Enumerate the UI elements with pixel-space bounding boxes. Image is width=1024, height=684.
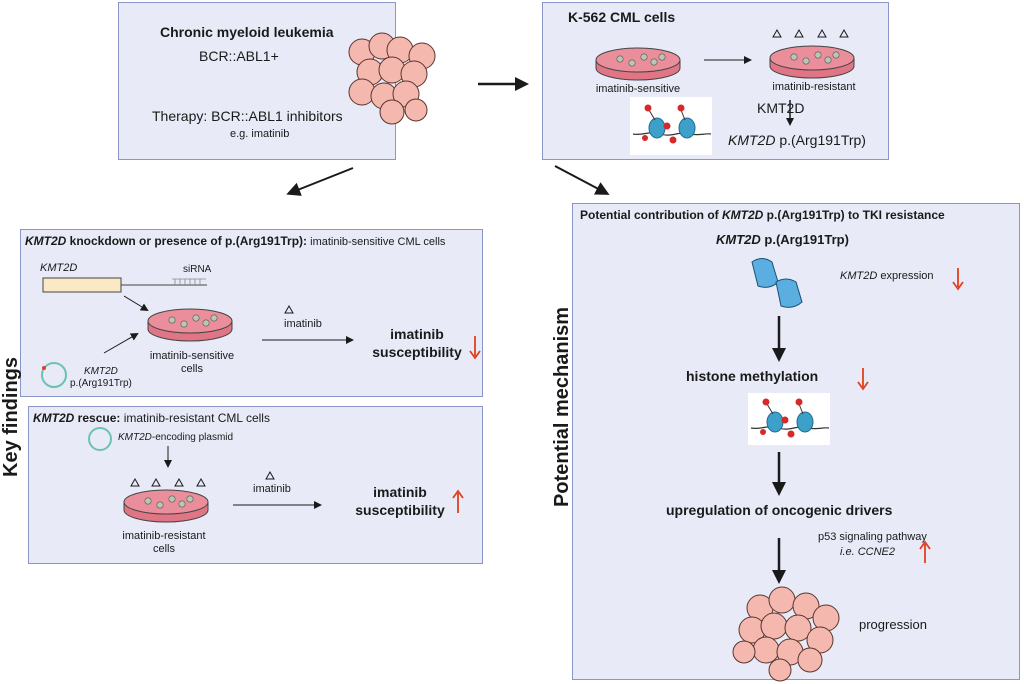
k562-gene: KMT2D [757, 100, 805, 116]
arrow-to-mechanism [554, 165, 610, 195]
sirna-icon [172, 278, 206, 285]
mechanism-pathway-example: i.e. CCNE2 [840, 546, 896, 558]
petri-dish-icon [769, 45, 855, 79]
k562-variant: p.(Arg191Trp) [775, 132, 866, 148]
rescue-title-rest: rescue: [74, 411, 121, 425]
cml-therapy: Therapy: BCR::ABL1 inhibitors [152, 108, 343, 124]
k562-variant-line: KMT2D p.(Arg191Trp) [728, 132, 866, 148]
mechanism-expression-rest: expression [877, 270, 934, 282]
cml-box [118, 2, 396, 160]
cml-marker: BCR::ABL1+ [199, 48, 279, 64]
rescue-title-gene: KMT2D [33, 411, 75, 425]
knockdown-drug-label: imatinib [284, 318, 322, 330]
arrow-plasmid-to-dish [103, 333, 139, 354]
rescue-plasmid-gene: KMT2D [118, 432, 152, 443]
mechanism-title-gene: KMT2D [721, 208, 764, 222]
mechanism-variant-gene: KMT2D [716, 232, 761, 247]
cml-title: Chronic myeloid leukemia [160, 24, 334, 40]
rescue-plasmid-rest: -encoding plasmid [151, 432, 234, 443]
drug-triangle-icon [284, 305, 294, 314]
drug-triangle-icon [174, 478, 184, 487]
knockdown-cells-label-1: imatinib-sensitive [149, 350, 235, 362]
rescue-outcome-2: susceptibility [355, 502, 445, 518]
rescue-title: KMT2D rescue: imatinib-resistant CML cel… [33, 411, 270, 425]
mechanism-pathway: p53 signaling pathway [818, 531, 927, 543]
rescue-cells-label-2: cells [152, 543, 175, 555]
knockdown-cells-label-2: cells [180, 363, 203, 375]
k562-sensitive-label: imatinib-sensitive [595, 83, 681, 95]
drug-triangle-icon [817, 29, 827, 38]
k562-box [542, 2, 889, 160]
mechanism-histone: histone methylation [686, 368, 819, 384]
nucleosome-panel [748, 393, 830, 445]
k562-title: K-562 CML cells [568, 9, 676, 25]
arrow-to-key-findings [286, 167, 354, 196]
gene-bar-icon [42, 277, 122, 293]
down-arrow-head [469, 350, 481, 360]
rescue-title-context: imatinib-resistant CML cells [120, 411, 270, 425]
drug-triangle-icon [794, 29, 804, 38]
knockdown-title-gene: KMT2D [25, 234, 67, 248]
drug-triangle-icon [130, 478, 140, 487]
plasmid-icon [88, 427, 112, 451]
mechanism-expression-gene: KMT2D [840, 270, 878, 282]
rescue-drug-label: imatinib [253, 483, 291, 495]
cell-cluster-icon [732, 586, 840, 682]
plasmid-mutation-dot [42, 366, 46, 370]
knockdown-plasmid-gene: KMT2D [84, 366, 118, 377]
mechanism-title: Potential contribution of KMT2D p.(Arg19… [580, 208, 945, 222]
drug-triangle-icon [196, 478, 206, 487]
rescue-plasmid-label: KMT2D-encoding plasmid [118, 432, 233, 443]
mechanism-title-post: p.(Arg191Trp) to TKI resistance [763, 208, 945, 222]
knockdown-sirna-label: siRNA [183, 264, 212, 275]
arrow-gene-to-dish [123, 295, 149, 312]
protein-icon [751, 258, 803, 308]
knockdown-title-context: imatinib-sensitive CML cells [307, 236, 446, 248]
up-arrow-head [452, 489, 464, 499]
mechanism-title-pre: Potential contribution of [580, 208, 722, 222]
mechanism-upregulation: upregulation of oncogenic drivers [666, 502, 893, 518]
knockdown-box [20, 229, 483, 397]
mechanism-variant-line: KMT2D p.(Arg191Trp) [716, 232, 849, 247]
plasmid-icon [41, 362, 67, 388]
nucleosome-panel [630, 97, 712, 155]
knockdown-outcome-1: imatinib [390, 326, 444, 342]
petri-dish-icon [595, 47, 681, 81]
down-arrow-head [857, 381, 869, 391]
knockdown-title: KMT2D knockdown or presence of p.(Arg191… [25, 234, 445, 248]
knockdown-plasmid-variant: p.(Arg191Trp) [70, 378, 132, 389]
drug-triangle-icon [265, 471, 275, 480]
knockdown-outcome-2: susceptibility [372, 344, 462, 360]
mechanism-expression: KMT2D expression [840, 270, 934, 282]
down-arrow-head [952, 281, 964, 291]
knockdown-gene-label: KMT2D [40, 262, 78, 274]
knockdown-title-rest: knockdown or presence of p.(Arg191Trp): [66, 234, 308, 248]
petri-dish-icon [123, 489, 209, 523]
drug-triangle-icon [772, 29, 782, 38]
mechanism-progression: progression [859, 617, 927, 632]
rescue-box [28, 406, 483, 564]
cml-example: e.g. imatinib [230, 128, 290, 140]
up-arrow-head [919, 540, 931, 550]
drug-triangle-icon [151, 478, 161, 487]
drug-triangle-icon [839, 29, 849, 38]
k562-resistant-label: imatinib-resistant [772, 81, 856, 93]
petri-dish-icon [147, 308, 233, 342]
rescue-outcome-1: imatinib [373, 484, 427, 500]
rescue-cells-label-1: imatinib-resistant [122, 530, 206, 542]
mechanism-variant: p.(Arg191Trp) [760, 232, 849, 247]
k562-variant-gene: KMT2D [728, 132, 776, 148]
cell-cluster-icon [348, 32, 436, 125]
